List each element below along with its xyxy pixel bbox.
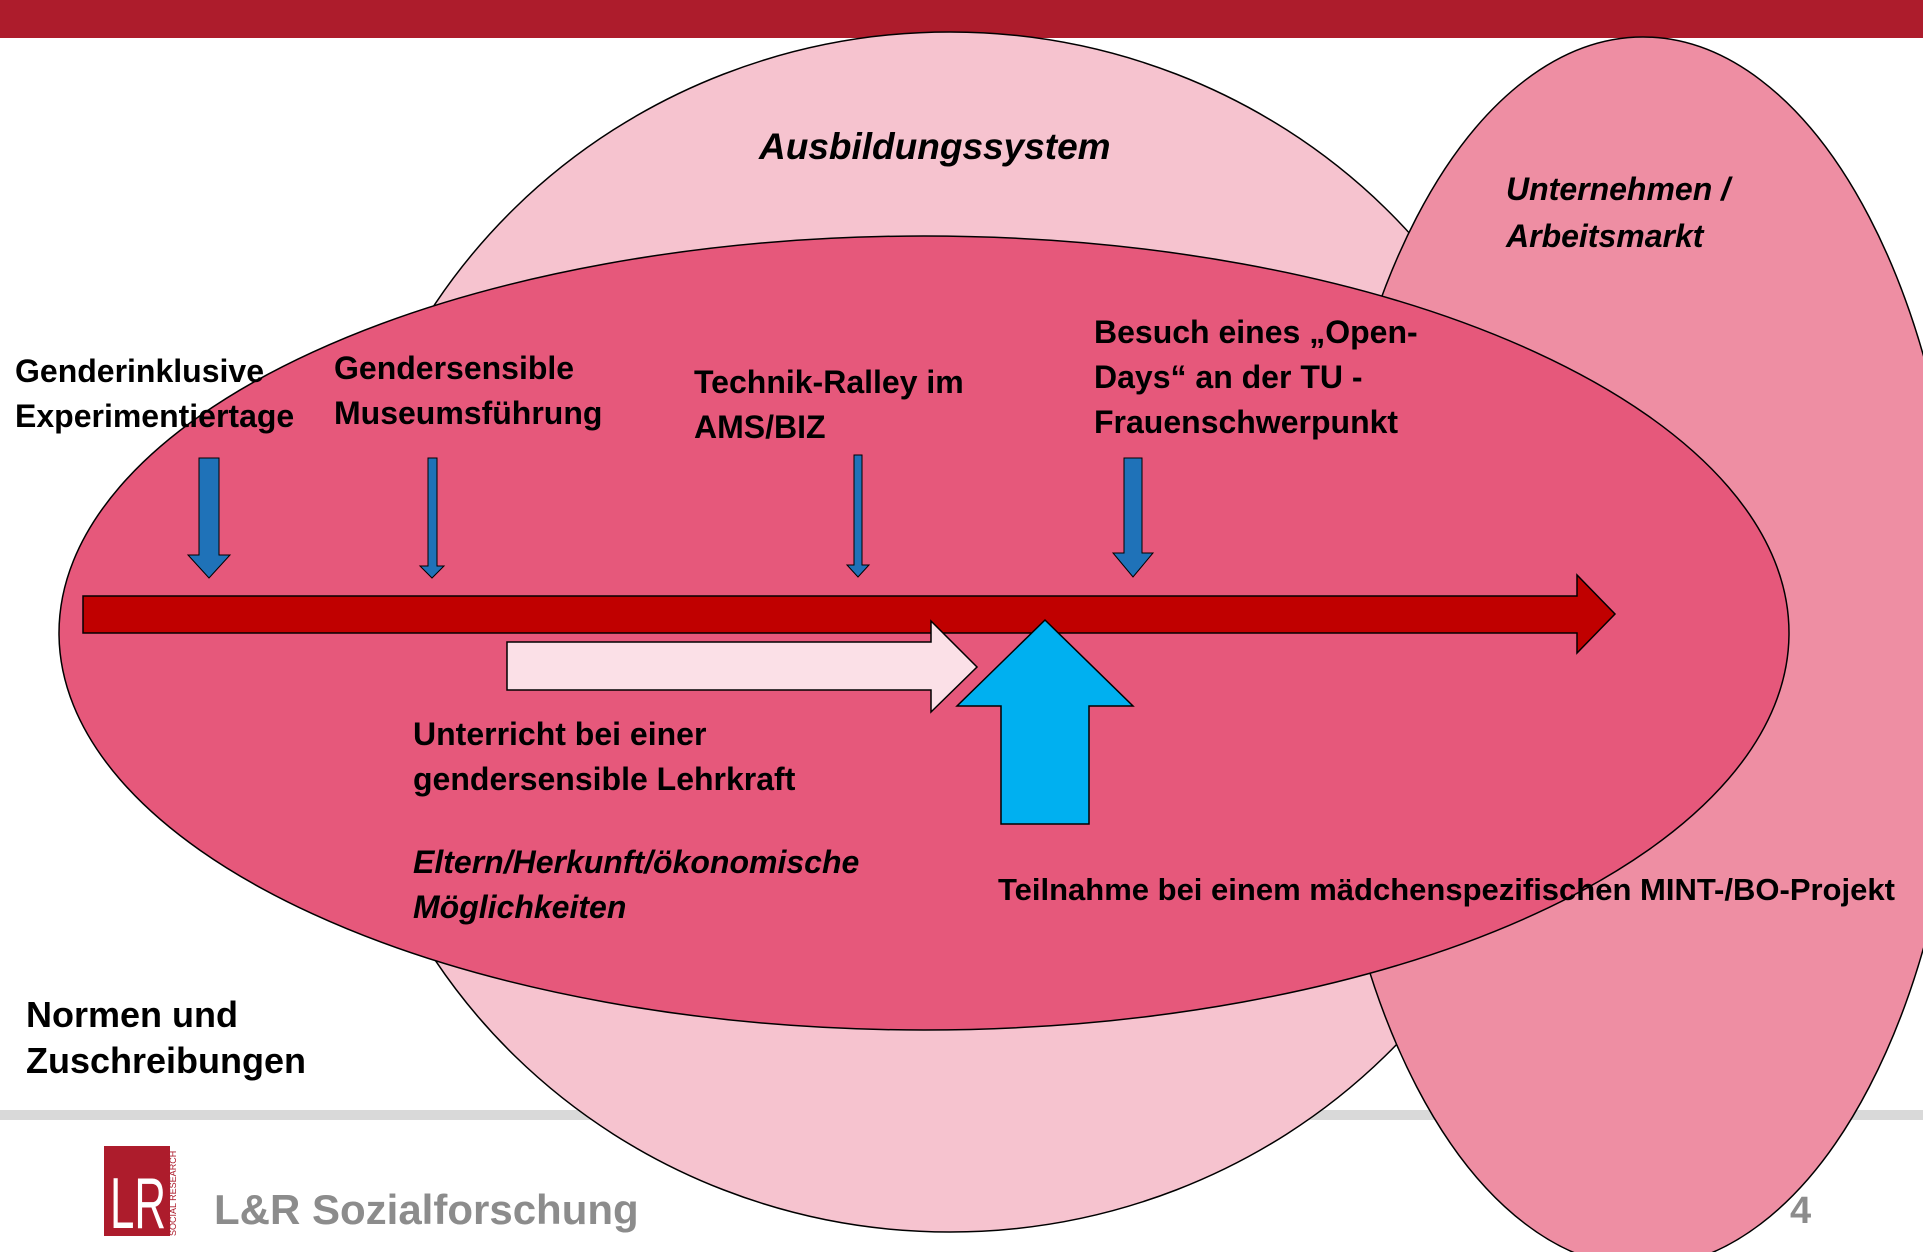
blue-arrow-3	[845, 454, 871, 578]
gendersensible-label: Gendersensible Museumsführung	[334, 350, 603, 431]
besuch-label: Besuch eines „Open- Days“ an der TU - Fr…	[1094, 314, 1418, 440]
normen-label: Normen und Zuschreibungen	[26, 994, 307, 1081]
svg-text:SOCIAL RESEARCH: SOCIAL RESEARCH	[168, 1151, 178, 1236]
projekt-arrow	[955, 618, 1135, 825]
eltern-label: Eltern/Herkunft/ökonomische Möglichkeite…	[413, 844, 860, 925]
unterricht-arrow	[506, 619, 979, 714]
genderinklusive-label: Genderinklusive Experimentiertage	[15, 353, 295, 434]
company-name: L&R Sozialforschung	[214, 1186, 639, 1233]
lr-logo: LR SOCIAL RESEARCH	[104, 1146, 178, 1244]
unternehmen-label: Unternehmen / Arbeitsmarkt	[1506, 171, 1731, 254]
teilnahme-label: Teilnahme bei einem mädchenspezifischen …	[998, 872, 1895, 907]
page-number: 4	[1790, 1190, 1812, 1232]
unterricht-label: Unterricht bei einer gendersensible Lehr…	[413, 716, 796, 797]
blue-arrow-2	[418, 457, 446, 579]
blue-arrow-1	[186, 457, 232, 579]
ausbildungssystem-label: Ausbildungssystem	[759, 126, 1111, 167]
technik-label: Technik-Ralley im AMS/BIZ	[694, 364, 964, 445]
svg-text:LR: LR	[110, 1164, 166, 1244]
timeline-arrow	[82, 573, 1617, 655]
blue-arrow-4	[1111, 457, 1155, 578]
